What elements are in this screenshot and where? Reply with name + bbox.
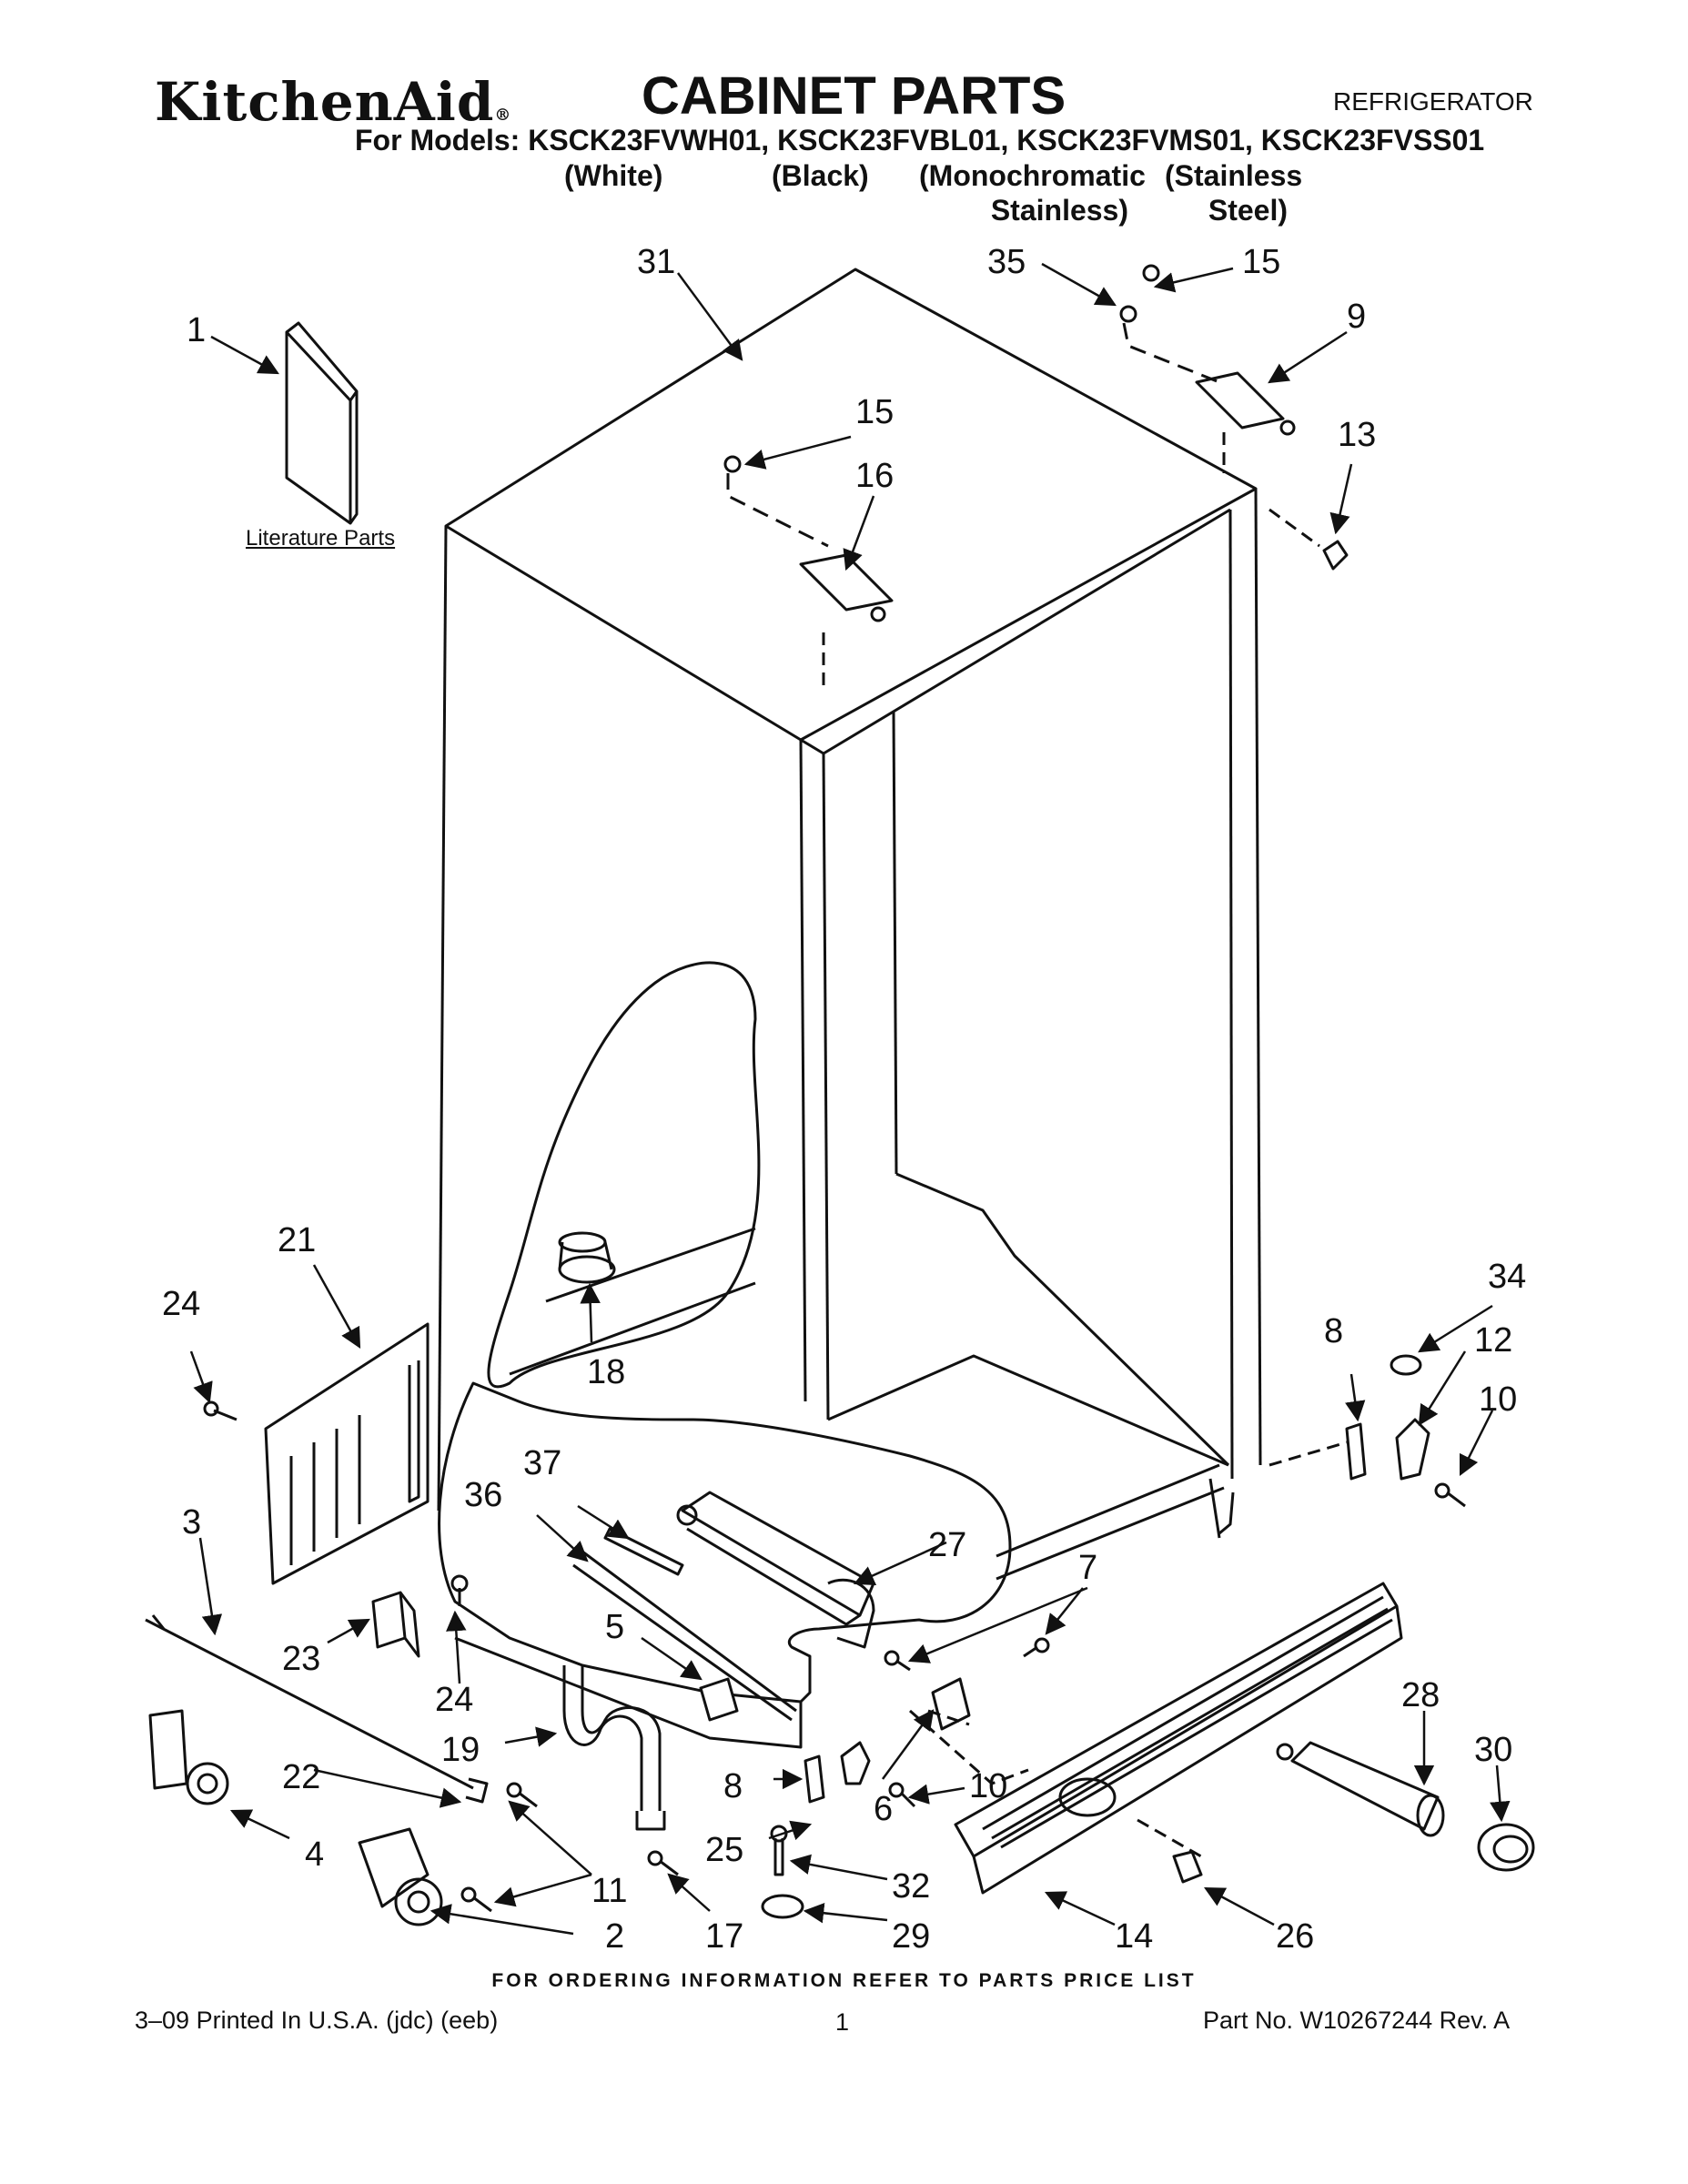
- hinge-right-top: [1119, 264, 1296, 473]
- leveling-rod: [145, 1614, 489, 1804]
- label-block-5: [699, 1677, 739, 1722]
- variant-label-cont: Stainless): [990, 194, 1128, 227]
- callout-31: 31: [637, 243, 675, 281]
- variant-label: (Stainless: [1165, 159, 1303, 192]
- callout-19: 19: [441, 1731, 480, 1769]
- filter-cap: [1477, 1823, 1535, 1872]
- callout-30: 30: [1474, 1731, 1512, 1769]
- callout-22: 22: [282, 1758, 320, 1796]
- callout-4: 4: [305, 1835, 324, 1874]
- callout-15: 15: [855, 393, 894, 431]
- callout-15: 15: [1242, 243, 1280, 281]
- callout-12: 12: [1474, 1321, 1512, 1360]
- callout-32: 32: [892, 1867, 930, 1906]
- callout-10: 10: [1479, 1380, 1517, 1419]
- callout-5: 5: [605, 1608, 624, 1646]
- filter-clip: [1172, 1850, 1203, 1884]
- hinge-bracket-lower-right: [1269, 1354, 1430, 1481]
- callout-14: 14: [1115, 1917, 1153, 1956]
- literature-parts-label: Literature Parts: [246, 526, 396, 551]
- variant-black: (Black): [772, 158, 869, 193]
- literature-booklet: [285, 321, 359, 525]
- callout-6: 6: [874, 1790, 893, 1828]
- callout-35: 35: [987, 243, 1026, 281]
- callout-8: 8: [723, 1767, 743, 1805]
- callout-21: 21: [278, 1221, 316, 1259]
- callout-29: 29: [892, 1917, 930, 1956]
- callout-1: 1: [187, 311, 206, 349]
- callout-27: 27: [928, 1526, 966, 1564]
- callout-2: 2: [605, 1917, 624, 1956]
- callout-10: 10: [969, 1767, 1007, 1805]
- callout-18: 18: [587, 1353, 625, 1391]
- callout-16: 16: [855, 457, 894, 495]
- callout-3: 3: [182, 1503, 201, 1542]
- model-list: For Models: KSCK23FVWH01, KSCK23FVBL01, …: [355, 124, 1485, 157]
- callout-9: 9: [1347, 298, 1366, 336]
- callout-28: 28: [1401, 1676, 1440, 1714]
- hinge-left-top: [723, 455, 894, 692]
- registered-mark: ®: [494, 106, 512, 125]
- page-title: CABINET PARTS: [642, 66, 1066, 126]
- callout-25: 25: [705, 1831, 743, 1869]
- bracket-23: [371, 1591, 420, 1658]
- base-grille: [954, 1582, 1403, 1895]
- callout-23: 23: [282, 1640, 320, 1678]
- water-filter: [1276, 1741, 1445, 1837]
- part-number: Part No. W10267244 Rev. A: [1203, 2007, 1511, 2034]
- callout-7: 7: [1078, 1549, 1097, 1587]
- callout-37: 37: [523, 1444, 561, 1482]
- cabinet-shell: [437, 268, 1262, 1581]
- water-tube: [572, 1527, 797, 1722]
- callout-24: 24: [435, 1681, 473, 1719]
- ordering-note: FOR ORDERING INFORMATION REFER TO PARTS …: [491, 1970, 1197, 1991]
- drain-hose: [562, 1665, 666, 1831]
- variant-label-cont: Steel): [1208, 194, 1288, 227]
- hinge-bracket-lower-left: [804, 1709, 1029, 1804]
- appliance-category: REFRIGERATOR: [1333, 87, 1533, 116]
- variant-label: (Black): [772, 159, 869, 192]
- callout-11: 11: [591, 1872, 627, 1910]
- callout-numbers: 1 31 35 15 9 15 16 13 21 24 18 37 36 27 …: [162, 243, 1526, 1956]
- callout-13: 13: [1338, 416, 1376, 454]
- callout-8: 8: [1324, 1312, 1343, 1350]
- front-roller: [148, 1709, 229, 1805]
- brand-name: KitchenAid: [155, 71, 495, 133]
- drain-grommet: [558, 1231, 616, 1284]
- rear-roller: [358, 1827, 443, 1926]
- variant-label: (Monochromatic: [919, 159, 1146, 192]
- hinge-plug-13: [1269, 508, 1349, 571]
- filter-housing: [676, 1491, 875, 1649]
- callout-17: 17: [705, 1917, 743, 1956]
- page-number: 1: [835, 2008, 850, 2036]
- variant-white: (White): [564, 158, 662, 193]
- callout-34: 34: [1488, 1258, 1526, 1296]
- variant-label: (White): [564, 159, 663, 192]
- leveling-foot: [761, 1825, 804, 1919]
- print-info: 3–09 Printed In U.S.A. (jdc) (eeb): [135, 2007, 499, 2034]
- cabinet-cutaway: [438, 961, 1012, 1749]
- rear-access-panel: [264, 1322, 430, 1585]
- brand-logo: KitchenAid®: [155, 71, 511, 133]
- callout-24: 24: [162, 1285, 200, 1323]
- callout-36: 36: [464, 1476, 502, 1514]
- leader-lines: [189, 262, 1511, 1936]
- callout-26: 26: [1276, 1917, 1314, 1956]
- bracket-6: [927, 1677, 971, 1731]
